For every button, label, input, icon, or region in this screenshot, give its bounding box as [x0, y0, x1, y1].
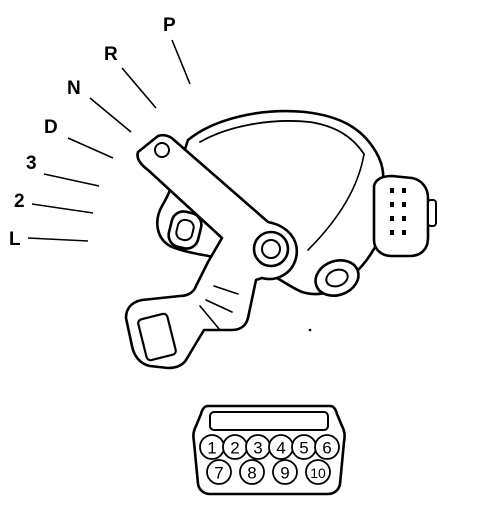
pin-label-2: 2 — [230, 439, 239, 458]
pin-dot — [390, 216, 394, 221]
lever-detail — [205, 299, 233, 313]
pin-dot — [402, 230, 406, 235]
connector-key — [209, 411, 329, 431]
label-l: L — [9, 229, 21, 250]
pin-label-4: 4 — [276, 439, 285, 458]
pin-dot — [390, 230, 394, 235]
leader-d — [67, 137, 114, 159]
housing-rim — [199, 120, 365, 155]
lever-pivot-hole — [154, 142, 170, 158]
leader-n — [89, 97, 132, 133]
pin-label-7: 7 — [214, 464, 223, 483]
pin-label-1: 1 — [207, 439, 216, 458]
lever-shaft-hole — [261, 239, 281, 259]
label-2: 2 — [14, 191, 25, 212]
pin-circle-7 — [206, 459, 232, 485]
mounting-hole-right — [325, 268, 349, 288]
leader-2 — [31, 203, 94, 214]
pin-label-9: 9 — [280, 464, 289, 483]
label-3: 3 — [26, 153, 37, 174]
selector-lever — [124, 133, 299, 370]
pin-circle-8 — [239, 459, 265, 485]
label-p: P — [163, 15, 176, 36]
pin-label-6: 6 — [322, 439, 331, 458]
pin-circle-6 — [314, 434, 340, 460]
lever-detail — [199, 305, 221, 331]
connector-pin-labels: 1 2 3 4 5 6 7 8 9 10 — [207, 439, 331, 483]
label-r: R — [104, 44, 118, 65]
pin-dot — [390, 202, 394, 207]
lever-detail — [213, 285, 239, 295]
leader-p — [171, 39, 191, 85]
pin-dot — [402, 216, 406, 221]
pin-dot — [402, 188, 406, 193]
pin-label-10: 10 — [310, 465, 326, 481]
label-n: N — [67, 78, 81, 99]
connector-pin-circles — [199, 434, 340, 485]
pin-label-3: 3 — [253, 439, 262, 458]
pin-label-5: 5 — [299, 439, 308, 458]
connector-latch — [427, 199, 437, 227]
label-d: D — [44, 117, 58, 138]
leader-3 — [43, 173, 100, 187]
leader-l — [27, 237, 89, 242]
lever-arm — [124, 133, 299, 370]
leader-lines — [27, 39, 191, 242]
lever-slot — [137, 312, 177, 362]
speck — [308, 328, 312, 332]
pin-label-8: 8 — [247, 464, 256, 483]
connector-housing — [372, 174, 430, 258]
pin-circle-10 — [305, 459, 331, 485]
pin-circle-9 — [272, 459, 298, 485]
leader-r — [121, 67, 157, 109]
connector-pin-dots — [390, 188, 406, 235]
housing-edge — [307, 153, 365, 251]
mounting-hole-left — [175, 218, 195, 242]
pin-dot — [390, 188, 394, 193]
pin-dot — [402, 202, 406, 207]
